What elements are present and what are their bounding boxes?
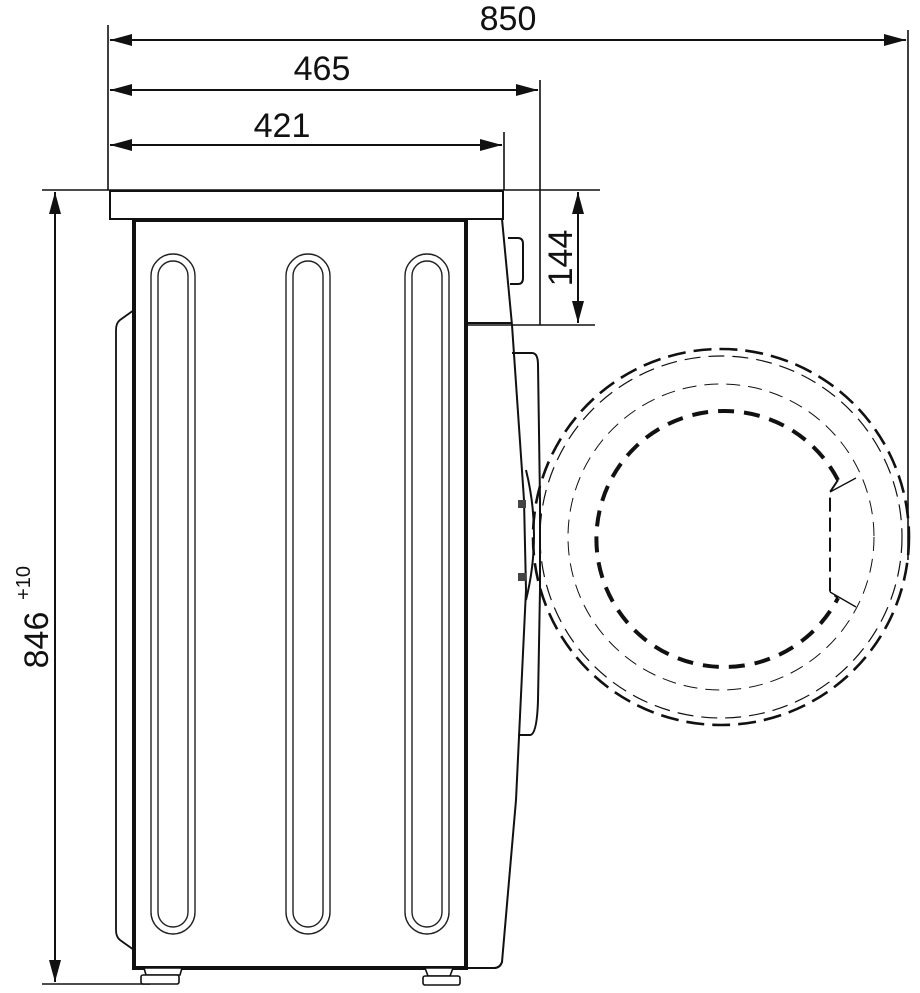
door-porthole-notch xyxy=(829,479,839,599)
dimension-144: 144 xyxy=(542,192,584,323)
side-ribs xyxy=(150,253,450,935)
door-outer-inner-circle xyxy=(539,355,903,719)
rib-2 xyxy=(285,253,331,935)
door-glass-circle xyxy=(567,383,875,691)
dimension-421: 421 xyxy=(110,107,502,151)
machine-body xyxy=(132,218,468,970)
foot-rear xyxy=(142,967,184,976)
rib-1-inner xyxy=(157,260,189,928)
rib-1 xyxy=(150,253,196,935)
door-porthole xyxy=(594,409,840,669)
rib-2-inner xyxy=(292,260,324,928)
door-outer-circle xyxy=(531,347,911,727)
door-front-profile xyxy=(512,352,541,736)
dimension-label-850: 850 xyxy=(480,0,537,38)
dimension-label-144: 144 xyxy=(542,230,580,287)
rib-3 xyxy=(404,253,450,935)
door-notch-edge xyxy=(829,477,857,608)
dimension-850: 850 xyxy=(110,0,906,46)
door-hinge-arc xyxy=(525,469,535,601)
dimension-465: 465 xyxy=(110,50,538,96)
back-panel xyxy=(115,309,135,951)
foot-rear-pad xyxy=(140,974,180,985)
dimension-846: 846 +10 xyxy=(13,192,61,982)
dimension-tolerance: +10 xyxy=(13,566,35,600)
rib-3-inner xyxy=(411,260,443,928)
top-panel xyxy=(109,190,504,220)
dimension-label-421: 421 xyxy=(254,107,311,145)
dimension-label-465: 465 xyxy=(294,50,351,88)
door-swing xyxy=(531,347,911,727)
foot-front xyxy=(423,967,455,977)
foot-front-pad xyxy=(422,975,461,986)
door-hinge-top xyxy=(518,500,526,508)
feet xyxy=(140,967,461,986)
door-hinge-bottom xyxy=(518,573,526,581)
control-knob xyxy=(508,237,524,285)
front-panel xyxy=(466,218,528,969)
dimension-label-846: 846 xyxy=(18,612,56,669)
